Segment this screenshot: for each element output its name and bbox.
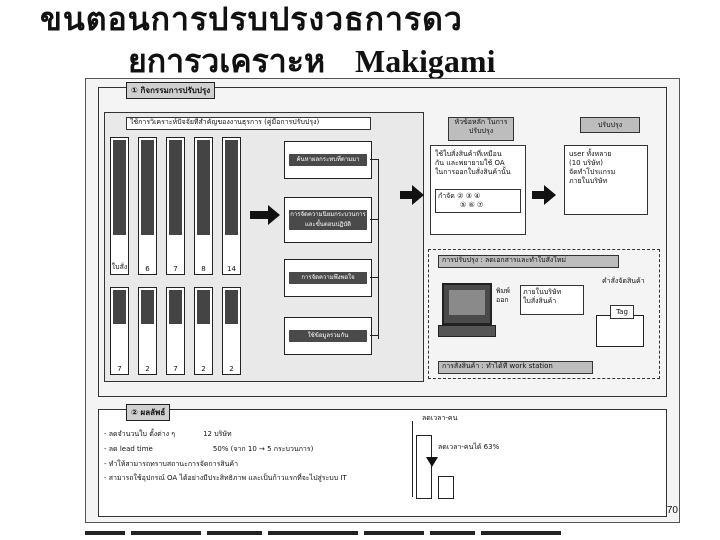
process-column-3: 7 [166, 137, 185, 275]
process-column-7: 2 [138, 287, 157, 375]
page-number: 70 [666, 505, 678, 516]
process-column-10: 2 [222, 287, 241, 375]
process-column-5: 14 [222, 137, 241, 275]
process-column-1: ใบสั่ง [110, 137, 129, 275]
reduction-bar-after [438, 476, 454, 499]
slide-title-english: Makigami [355, 43, 496, 79]
monitor-label: พิมพ์ ออก [496, 287, 510, 304]
scanned-diagram: ① กิจกรรมการปรับปรุง ใช้การวิเคราะห์ปัจจ… [85, 78, 680, 523]
connector [370, 335, 378, 336]
process-column-9: 2 [194, 287, 213, 375]
monitor-icon [442, 283, 492, 325]
step-box-1: ค้นหาผลกระทบที่ตามมา [284, 141, 372, 179]
process-column-4: 8 [194, 137, 213, 275]
doc-box: ภายในบริษัท ใบสั่งสินค้า [520, 285, 584, 315]
flow-arrow-shaft [532, 191, 546, 199]
reduction-chart-title: ลดเวลา-คน [422, 414, 458, 422]
slide-title-line1: ขนตอนการปรบปรงวธการดว [40, 0, 463, 38]
reduction-note: ลดเวลา-คนได้ 63% [438, 443, 500, 451]
ideas-header: หัวข้อหลัก ในการปรับปรุง [448, 117, 514, 141]
improvement-example-header: การปรับปรุง : ลดเอกสารและทำใบสั่งใหม่ [438, 255, 619, 268]
flow-arrow [268, 205, 280, 225]
improvement-example [428, 249, 660, 379]
process-column-2: 6 [138, 137, 157, 275]
reduction-chart-axis [412, 421, 413, 497]
flow-arrow-shaft [250, 211, 270, 219]
improvement-example-footer: การสั่งสินค้า : ทำได้ที่ work station [438, 361, 593, 374]
reduction-arrow [426, 457, 438, 467]
connector [370, 159, 378, 160]
result-box: user ทั้งหลาย (10 บริษัท) จัดทำโปรแกรม ภ… [564, 145, 648, 215]
result-header: ปรับปรุง [580, 117, 640, 133]
printer-icon [596, 315, 644, 347]
results-section [98, 409, 667, 517]
connector [378, 159, 379, 339]
analysis-header: ใช้การวิเคราะห์ปัจจัยที่สำคัญของงานธุรกา… [126, 117, 371, 130]
improvement-header: ① กิจกรรมการปรับปรุง [126, 82, 216, 99]
step-box-4: ใช้ข้อมูลรวมกัน [284, 317, 372, 355]
process-column-6: 7 [110, 287, 129, 375]
connector [370, 277, 378, 278]
connector [370, 219, 378, 220]
slide-title-thai: ยการวเคราะห [128, 42, 326, 80]
step-box-2: การจัดความนิยมกระบวนการและขั้นตอนปฏิบัติ [284, 197, 372, 243]
reduction-bar-before [416, 435, 432, 499]
order-label: คำสั่งจัดสินค้า [602, 277, 645, 285]
step-box-3: การจัดความพึงพอใจ [284, 259, 372, 297]
flow-arrow [412, 185, 424, 205]
cut-off-text-line [85, 527, 678, 540]
flow-arrow-shaft [400, 191, 414, 199]
process-column-8: 7 [166, 287, 185, 375]
results-header: ② ผลลัพธ์ [126, 404, 171, 421]
keyboard-icon [438, 325, 496, 337]
flow-arrow [544, 185, 556, 205]
ideas-box: ใช้ใบสั่งสินค้าที่เหมือน กัน และพยายามใช… [430, 145, 526, 235]
tag-label: Tag [610, 305, 634, 319]
slide-title-line2: ยการวเคราะห Makigami [128, 42, 495, 80]
improvement-section [98, 87, 667, 397]
result-item-3: - ทำให้สามารถทราบสถานะการจัดการสินค้า [104, 460, 238, 468]
result-item-4: - สามารถใช้อุปกรณ์ OA ได้อย่างมีประสิทธิ… [104, 474, 347, 482]
